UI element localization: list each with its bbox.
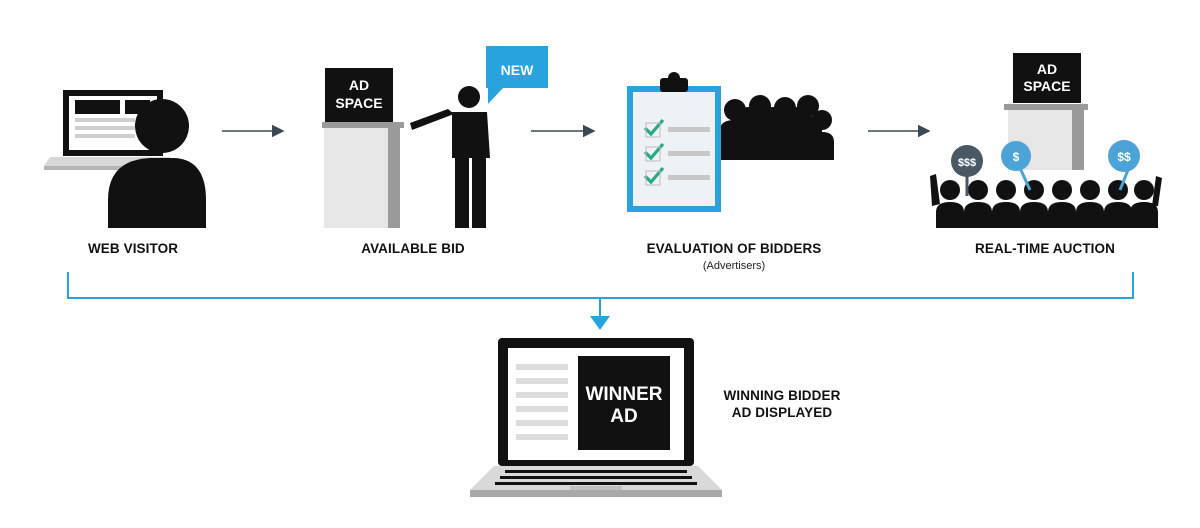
step-label-real-time-auction: REAL-TIME AUCTION bbox=[975, 241, 1115, 256]
new-badge: NEW bbox=[486, 46, 548, 104]
winner-ad-line-1: WINNER bbox=[585, 384, 662, 405]
sign-line-1: AD bbox=[349, 77, 369, 93]
result-label-line-2: AD DISPLAYED bbox=[731, 405, 833, 420]
step-sublabel-advertisers: (Advertisers) bbox=[702, 260, 766, 272]
sign-line-2: SPACE bbox=[1023, 78, 1070, 94]
bid-paddle: $$ bbox=[1108, 140, 1140, 191]
new-badge-text: NEW bbox=[501, 62, 534, 78]
web-visitor-icon bbox=[44, 90, 206, 228]
step-label-web-visitor: WEB VISITOR bbox=[87, 241, 179, 256]
result-laptop-icon: WINNER AD bbox=[470, 338, 722, 497]
bid-paddle: $$$ bbox=[951, 145, 983, 196]
result-label-line-1: WINNING BIDDER bbox=[723, 388, 841, 403]
winner-ad-line-2: AD bbox=[610, 406, 637, 427]
ad-space-sign bbox=[1013, 53, 1081, 103]
paddle-text: $$ bbox=[1117, 150, 1131, 164]
clipboard-checklist-icon bbox=[627, 72, 834, 212]
auction-crowd-icon: AD SPACE $$$ $ bbox=[930, 53, 1162, 228]
convergence-bracket bbox=[67, 272, 1134, 320]
step-label-available-bid: AVAILABLE BID bbox=[361, 241, 465, 256]
sign-line-1: AD bbox=[1037, 61, 1057, 77]
winner-ad-block bbox=[578, 356, 670, 450]
presenter-icon: AD SPACE NEW bbox=[322, 46, 548, 228]
bid-paddle: $ bbox=[1001, 141, 1032, 191]
paddle-text: $ bbox=[1013, 150, 1020, 164]
sign-line-2: SPACE bbox=[335, 95, 382, 111]
down-arrow-icon bbox=[590, 316, 610, 330]
step-label-evaluation-of-bidders: EVALUATION OF BIDDERS bbox=[646, 241, 822, 256]
paddle-text: $$$ bbox=[958, 157, 976, 169]
ad-space-sign bbox=[325, 68, 393, 122]
